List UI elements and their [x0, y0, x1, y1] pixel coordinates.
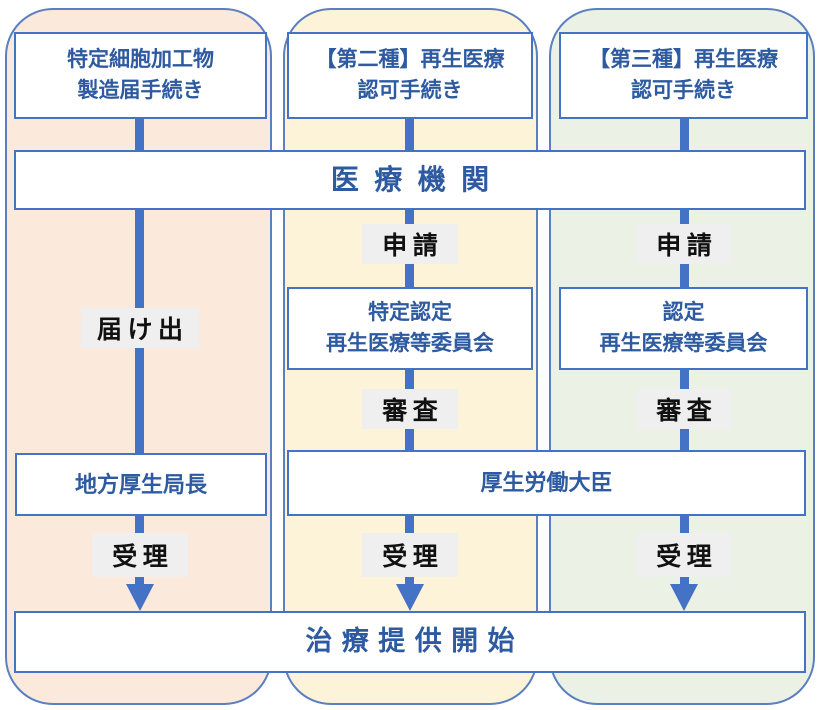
- connector-col2-title-to-institution: [405, 119, 414, 150]
- notification-step-label: 届け出: [81, 308, 199, 348]
- acceptance-step-label-col2: 受理: [362, 533, 458, 577]
- committee-box-type3: 認定 再生医療等委員会: [559, 287, 808, 370]
- application-step-label-type2: 申請: [362, 224, 458, 264]
- arrow-down-icon-col2: [396, 584, 424, 611]
- medical-institution-box: 医療機関: [14, 150, 806, 210]
- arrow-down-icon-col3: [670, 584, 698, 611]
- review-step-label-type2: 審査: [362, 389, 458, 429]
- minister-box: 厚生労働大臣: [287, 450, 806, 516]
- title-box-notification: 特定細胞加工物 製造届手続き: [14, 32, 267, 119]
- acceptance-step-label-col1: 受理: [92, 533, 188, 577]
- regional-bureau-box: 地方厚生局長: [15, 453, 267, 516]
- connector-col3-title-to-institution: [680, 119, 689, 150]
- review-step-label-type3: 審査: [636, 389, 732, 429]
- acceptance-step-label-col3: 受理: [636, 533, 732, 577]
- arrow-down-icon-col1: [126, 584, 154, 611]
- committee-box-type2: 特定認定 再生医療等委員会: [287, 287, 533, 370]
- treatment-start-box: 治療提供開始: [14, 611, 806, 673]
- application-step-label-type3: 申請: [636, 224, 732, 264]
- connector-col1-title-to-institution: [135, 119, 144, 150]
- title-box-type3: 【第三種】再生医療 認可手続き: [559, 32, 808, 119]
- title-box-type2: 【第二種】再生医療 認可手続き: [287, 32, 533, 119]
